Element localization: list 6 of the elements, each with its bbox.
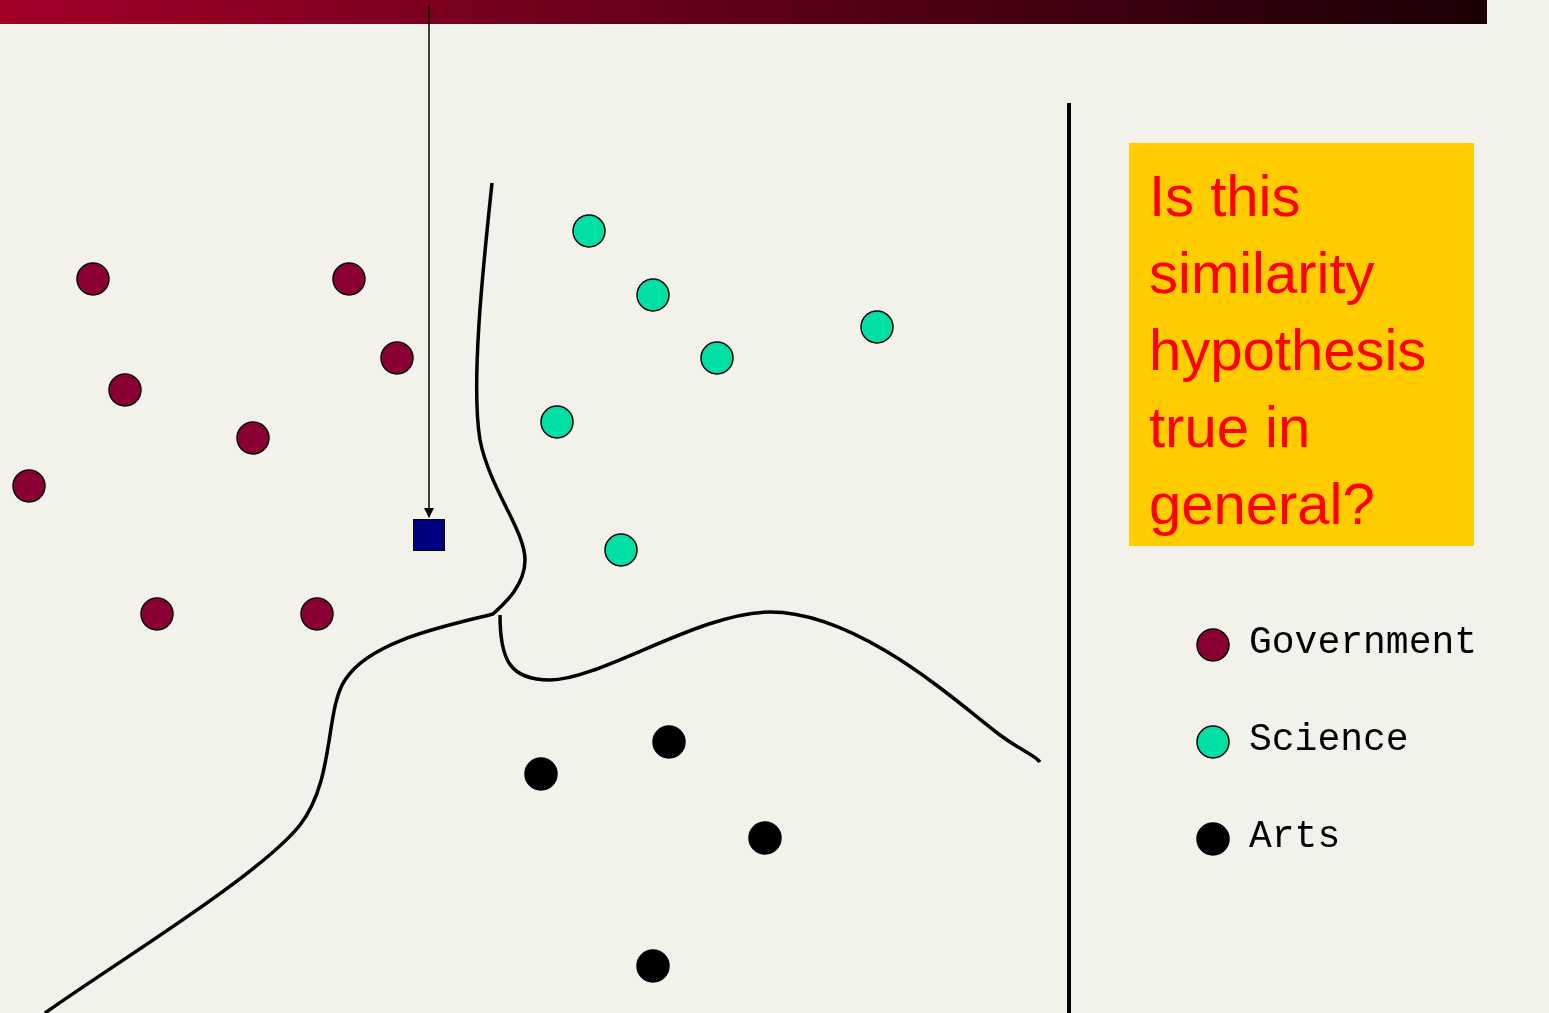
- legend-label: Arts: [1249, 815, 1341, 859]
- query-square: [413, 519, 445, 551]
- question-box: Is this similarity hypothesis true in general?: [1129, 143, 1474, 546]
- arrow: [424, 4, 434, 518]
- legend-label: Government: [1249, 621, 1478, 665]
- legend-label: Science: [1249, 718, 1409, 762]
